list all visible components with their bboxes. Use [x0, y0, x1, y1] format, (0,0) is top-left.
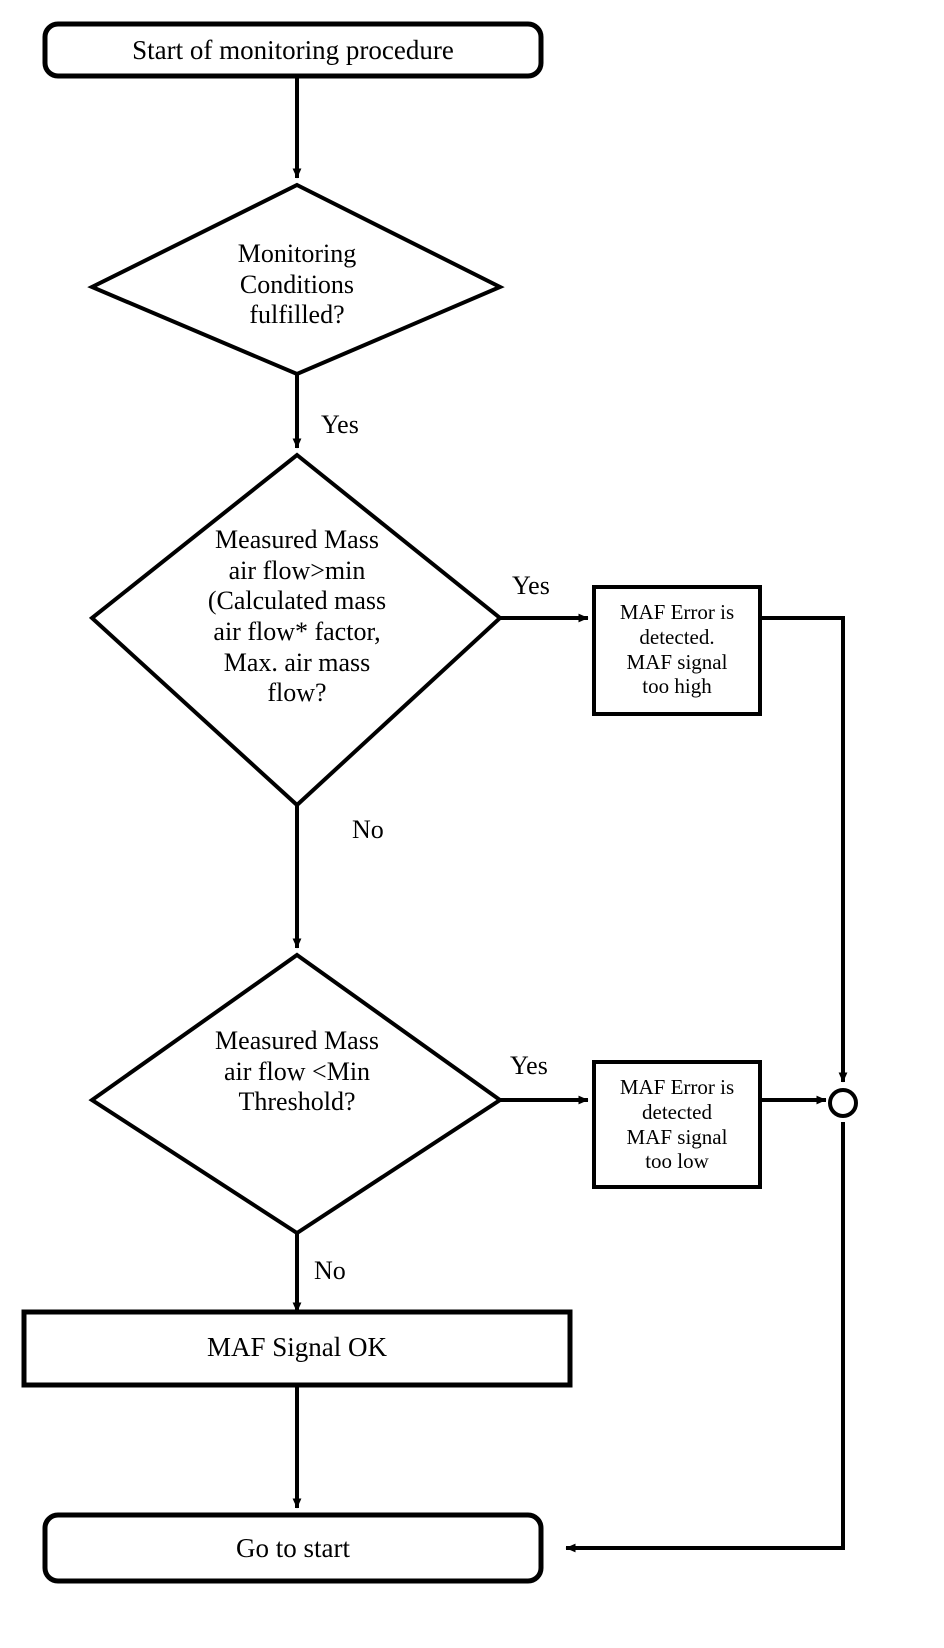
node-signal-ok-shape[interactable] [21, 1309, 573, 1388]
node-error-high-shape[interactable] [592, 585, 762, 716]
node-junction-shape[interactable] [828, 1088, 858, 1118]
node-start-shape[interactable] [42, 21, 544, 79]
edge-label-max-no: No [352, 815, 384, 844]
edge-error-high-to-junction [760, 616, 848, 1083]
edge-label-conditions-yes: Yes [321, 410, 359, 439]
edge-label-min-no: No [314, 1256, 346, 1285]
edge-label-max-yes: Yes [512, 571, 550, 600]
edge-label-min-yes: Yes [510, 1051, 548, 1080]
edge-junction-to-go-to-start [565, 1122, 845, 1553]
node-error-low-shape[interactable] [592, 1060, 762, 1189]
node-max-shape[interactable] [88, 452, 504, 808]
node-min-shape[interactable] [88, 952, 504, 1236]
node-conditions-shape[interactable] [87, 182, 505, 377]
node-go-to-start-shape[interactable] [42, 1512, 544, 1584]
